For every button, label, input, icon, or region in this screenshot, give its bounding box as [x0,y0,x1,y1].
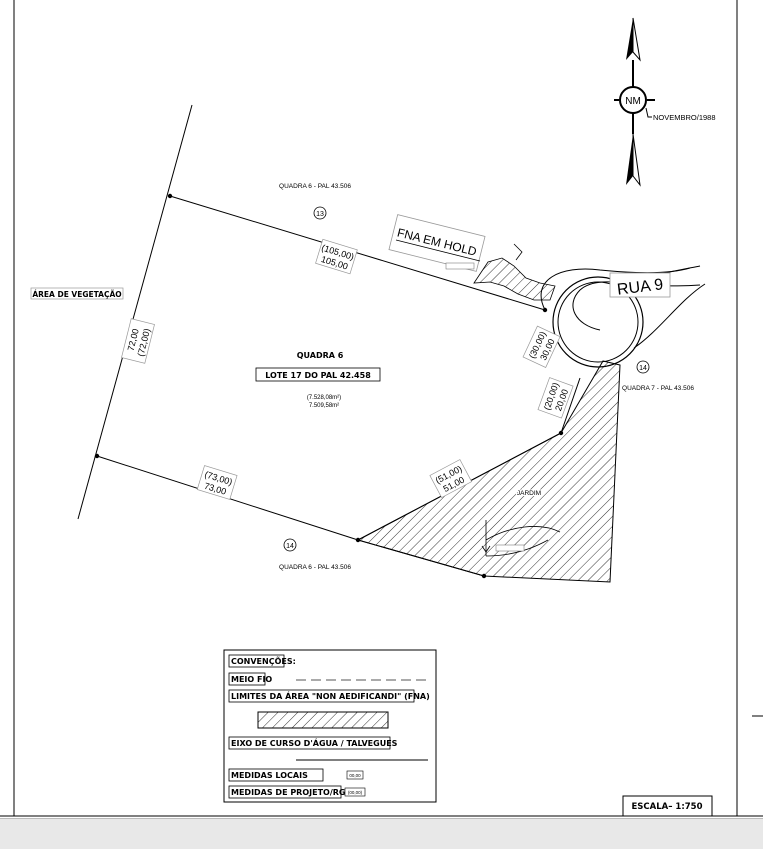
section-arrow [481,545,491,553]
lot-13-circle [313,206,327,220]
legend-locais-sample: 00,00 [349,773,361,778]
north-arrow-top-icon [626,18,633,60]
fna-dim-marker [513,243,523,261]
lot-14-right-label: 14 [639,365,647,372]
dim-20: (20,00) 20,00 [537,377,574,419]
street-branch-bottom [633,283,706,349]
north-arrow-leader [645,107,652,118]
site-plan-drawing: NM NOVEMBRO/1988 RUA 9 FNA EM HOLD (105,… [0,0,763,817]
legend-meio-fio: MEIO FIO [231,675,272,684]
quadra-7-label: QUADRA 7 - PAL 43.506 [622,385,694,392]
legend-meio-fio-box [228,672,266,686]
legend-projeto-sample: (00,00) [348,790,363,795]
vertex-s [481,573,487,579]
boundary-west [77,104,193,520]
legend-locais-box [228,768,324,782]
boundary-lower [357,539,485,577]
legend-eixo: EIXO DE CURSO D'ÁGUA / TALVEGUES [231,737,398,748]
street-outer-curb [540,267,691,311]
section-curve-b [485,539,549,557]
north-arrow-date: NOVEMBRO/1988 [653,113,716,122]
area-vegetacao-label: ÁREA DE VEGETAÇÃO [32,290,121,299]
fna-label-box [388,214,486,272]
north-arrow-bottom-outline [632,133,641,187]
area-value-2: 7.509,58m² [309,403,339,409]
lot-14-bottom-label: 14 [286,543,294,550]
dim-south-box [196,465,238,500]
legend-fna-box [228,689,415,703]
north-arrow-top-outline [632,17,641,62]
legend-title-box [228,654,285,668]
cul-de-sac-inner [557,281,639,363]
window-bottom-band [0,818,763,849]
legend-locais: MEDIDAS LOCAIS [231,771,308,780]
scale-label: ESCALA– 1:750 [631,802,702,812]
dim-north: (105,00) 105,00 [315,238,358,275]
legend-projeto-sample-box [344,787,366,797]
vertex-nw [167,193,173,199]
section-mini-tag [495,544,525,552]
legend-locais-sample-box [346,770,364,780]
rua-label: RUA 9 [616,276,664,299]
fna-mini-tag [445,262,475,270]
fna-hatched-strip [473,257,556,301]
lote-box [255,367,381,382]
lot-14-bottom-circle [283,538,297,552]
jardim-label: JARDIM [517,490,541,497]
vertex-e [558,430,564,436]
cul-de-sac-outer [552,276,644,368]
rua-label-box [609,272,671,298]
lot-14-right-circle [636,360,650,374]
area-vegetacao-box [30,287,124,300]
north-arrow-circle [619,86,647,114]
vertex-sw [94,453,100,459]
area-value-1: (7.528,08m²) [307,395,341,401]
legend-title: CONVENÇÕES: [231,655,296,666]
boundary-north [169,195,546,311]
vertex-se [355,537,361,543]
fna-label-underline [395,239,481,262]
dim-west-box [121,318,155,364]
legend: CONVENÇÕES: MEIO FIO LIMITES DA ÁREA "NO… [223,649,437,803]
north-arrow: NM NOVEMBRO/1988 [614,17,716,187]
dim-north-box [315,238,358,275]
north-arrow-bottom-icon [626,134,633,185]
boundary-east [560,377,581,434]
quadra-top-label: QUADRA 6 - PAL 43.506 [279,183,351,190]
legend-eixo-box [228,736,391,750]
section-curve [485,526,561,541]
dim-30-box [522,325,561,368]
legend-projeto: MEDIDAS DE PROJETO/RGI [231,788,348,797]
dim-20-box [537,377,574,419]
quadra-bottom-label: QUADRA 6 - PAL 43.506 [279,564,351,571]
section-detail [481,520,561,557]
lote-label: LOTE 17 DO PAL 42.458 [265,371,371,380]
legend-fna: LIMITES DA ÁREA "NON AEDIFICANDI" (FNA) [231,690,430,701]
scale-box [622,795,713,817]
quadra-6-label: QUADRA 6 [297,351,344,360]
dim-west: 72,00 (72,00) [121,318,155,364]
north-arrow-label: NM [625,96,641,107]
dim-south: (73,00) 73,00 [196,465,238,500]
legend-projeto-box [228,785,342,799]
dim-51-box [429,459,473,499]
legend-hatch-swatch [257,711,389,729]
lot-13-label: 13 [316,211,324,218]
